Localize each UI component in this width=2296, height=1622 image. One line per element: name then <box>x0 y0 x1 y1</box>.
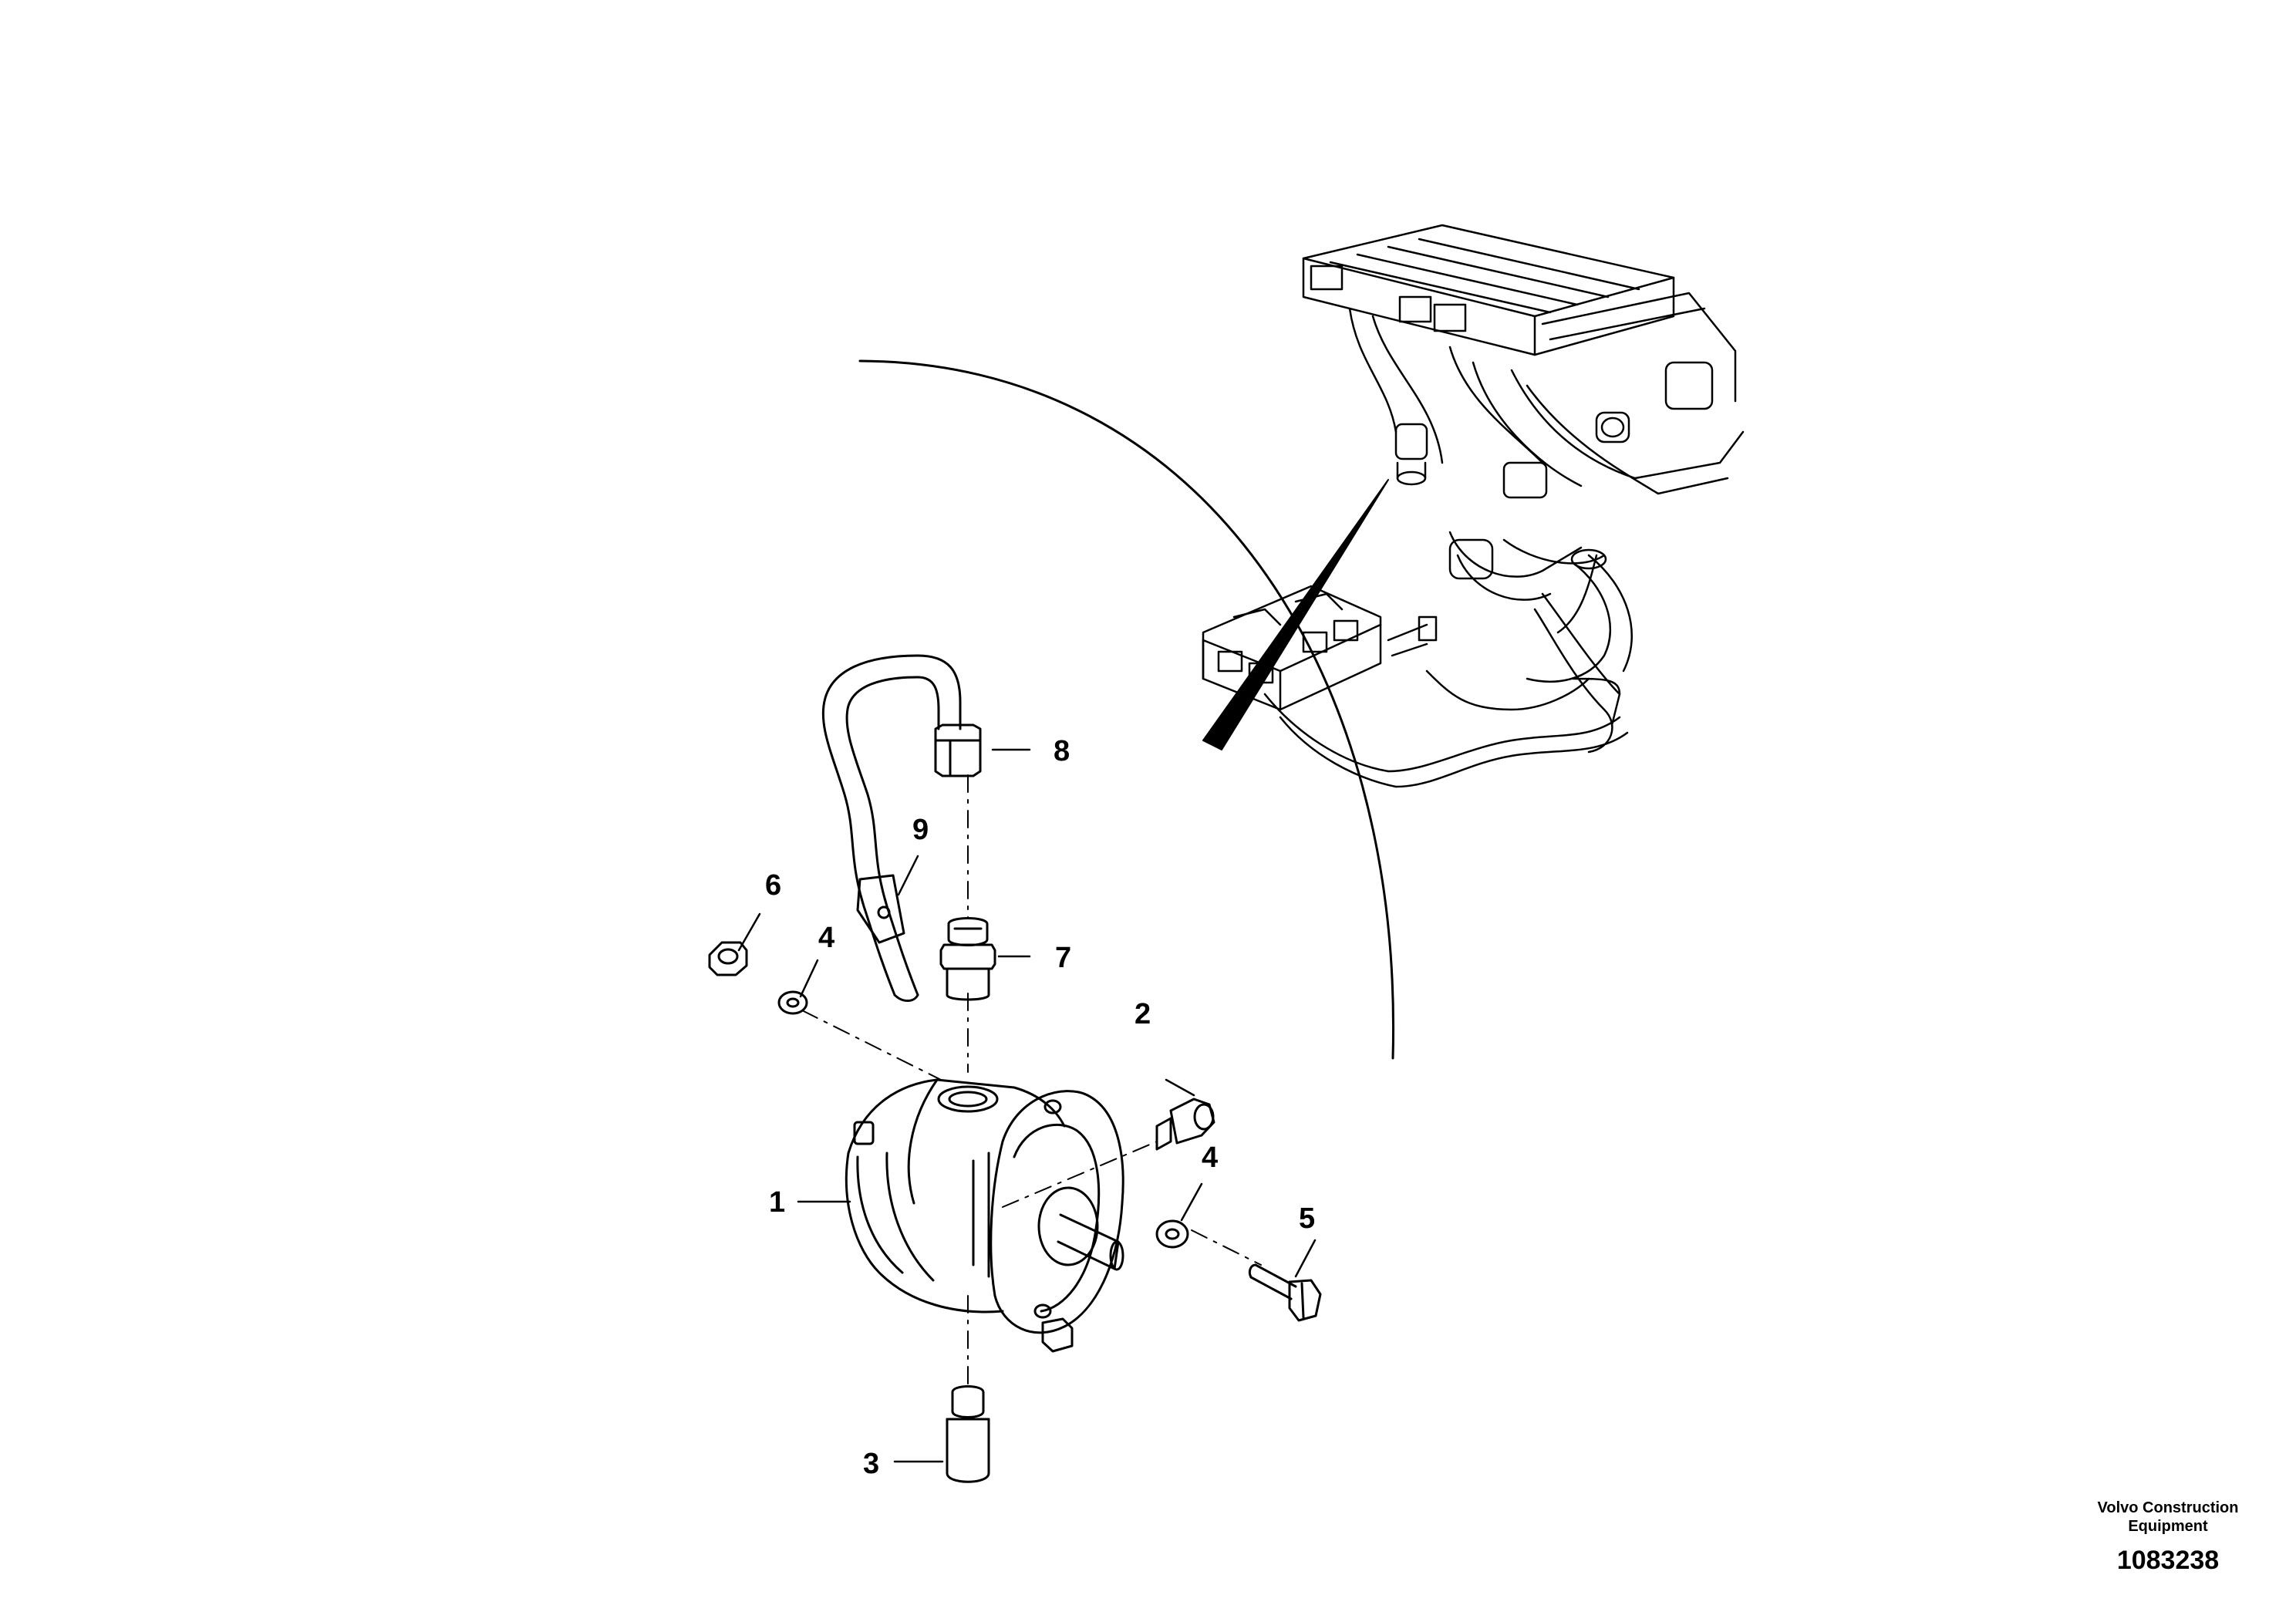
assembly-alignment-lines <box>801 774 1262 1389</box>
callout-6: 6 <box>765 869 781 902</box>
callout-5: 5 <box>1299 1202 1315 1235</box>
part-5-bolt <box>1248 1263 1322 1322</box>
part-4-washer-lower <box>1155 1219 1189 1249</box>
callout-4-upper: 4 <box>818 922 834 954</box>
callout-2: 2 <box>1135 998 1151 1030</box>
publisher-name-line2: Equipment <box>2128 1518 2208 1535</box>
callout-leader-lines <box>737 748 1317 1463</box>
part-9-clip <box>856 874 905 944</box>
detail-circle-arc <box>858 359 1395 1060</box>
publisher-name-line1: Volvo Construction <box>2097 1499 2239 1516</box>
part-2-fitting <box>1155 1098 1215 1151</box>
part-7-adapter <box>939 917 996 1001</box>
callout-7: 7 <box>1055 942 1071 974</box>
part-8-pipe-assembly <box>821 654 982 1002</box>
part-3-connector <box>946 1385 990 1483</box>
part-6-nut <box>708 941 748 976</box>
callout-9: 9 <box>912 814 929 846</box>
machine-overview-illustration <box>1202 224 1745 788</box>
callout-3: 3 <box>863 1448 879 1480</box>
detail-pointer-wedge <box>1202 479 1389 750</box>
callout-1: 1 <box>769 1186 785 1219</box>
publisher-block: Volvo Construction Equipment 1083238 <box>2075 1499 2261 1577</box>
part-4-washer-upper <box>777 990 808 1015</box>
illustration-number: 1083238 <box>2116 1546 2220 1575</box>
callout-8: 8 <box>1054 735 1070 767</box>
callout-4-lower: 4 <box>1202 1141 1218 1174</box>
part-1-hydraulic-pump <box>845 1078 1124 1353</box>
